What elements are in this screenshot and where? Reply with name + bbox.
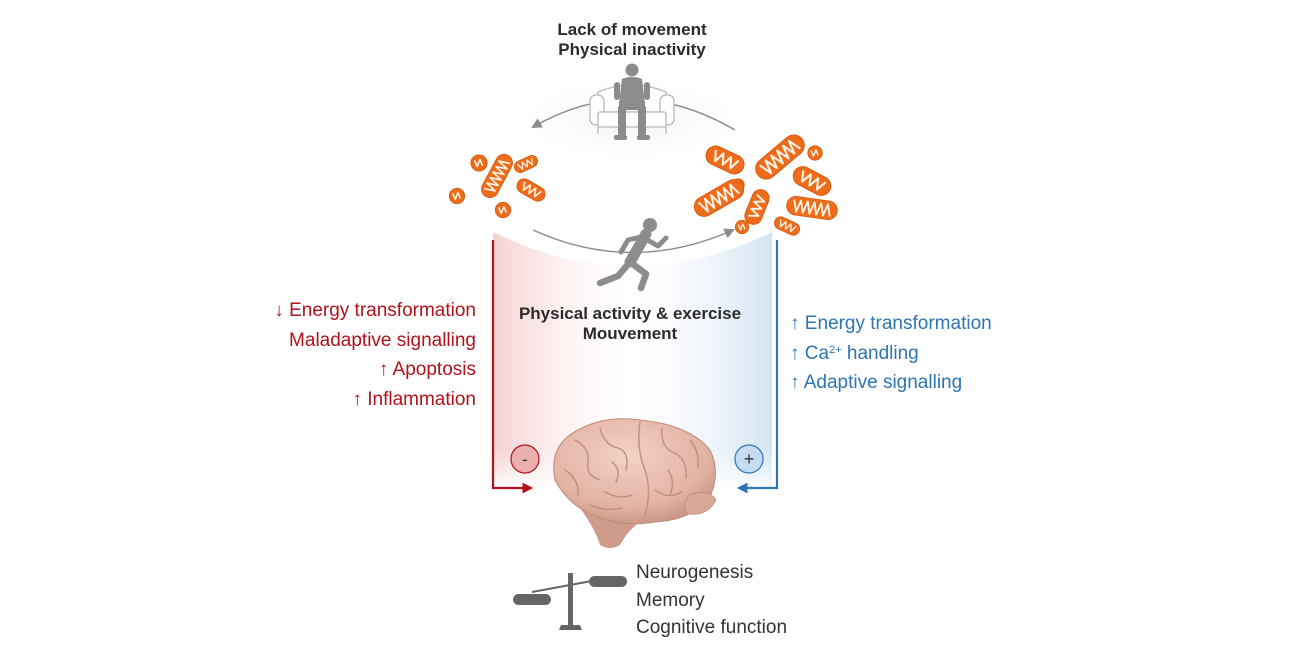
inactivity-label-line1: Lack of movement	[557, 20, 707, 39]
calcium-charge: 2+	[829, 343, 842, 356]
activity-label-line2: Mouvement	[582, 323, 678, 343]
brain-icon	[553, 418, 717, 548]
negative-effects-list: ↓ Energy transformation Maladaptive sign…	[274, 300, 476, 418]
positive-badge-sign: +	[744, 449, 755, 469]
outcome-item: Memory	[636, 589, 705, 611]
positive-effect-item: ↑ Ca2+ handling	[790, 343, 992, 373]
balance-scale-icon	[513, 573, 627, 630]
negative-effect-item: ↓ Energy transformation	[274, 300, 476, 321]
positive-effect-ca-suffix: handling	[841, 342, 919, 364]
inactivity-label-line2: Physical inactivity	[558, 39, 706, 59]
armchair-icon	[589, 84, 675, 134]
positive-effect-item: ↑ Energy transformation	[790, 313, 992, 334]
activity-label: Physical activity & exercise Mouvement	[480, 304, 780, 343]
sitting-person-icon	[614, 63, 650, 140]
negative-arrow	[491, 240, 534, 494]
positive-effect-ca-prefix: ↑ Ca	[790, 342, 830, 364]
running-person-icon	[596, 218, 669, 292]
negative-badge-sign: -	[522, 450, 528, 469]
positive-effects-list: ↑ Energy transformation ↑ Ca2+ handling …	[790, 313, 992, 402]
negative-effect-item: ↑ Apoptosis	[378, 359, 476, 380]
positive-effect-item: ↑ Adaptive signalling	[790, 372, 963, 393]
outcome-item: Cognitive function	[636, 617, 788, 638]
positive-arrow	[736, 240, 779, 494]
negative-effect-item: ↑ Inflammation	[352, 388, 476, 410]
inactivity-label: Lack of movement Physical inactivity	[482, 20, 782, 59]
activity-label-line1: Physical activity & exercise	[518, 304, 742, 323]
positive-badge: +	[734, 444, 764, 474]
outcome-item: Neurogenesis	[636, 562, 754, 583]
mitochondria-right-icon	[689, 129, 840, 239]
outcomes-list: Neurogenesis Memory Cognitive function	[636, 562, 787, 645]
negative-badge: -	[510, 444, 540, 474]
mitochondria-left-icon	[448, 150, 549, 219]
negative-effect-item: Maladaptive signalling	[289, 329, 476, 351]
